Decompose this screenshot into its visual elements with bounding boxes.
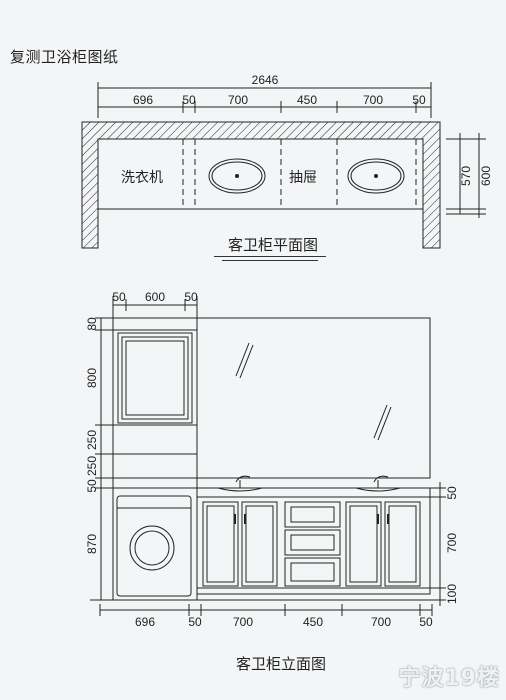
elev-washer-bay <box>112 487 198 601</box>
elev-bottom-dim-5: 700 <box>371 615 391 629</box>
elev-bottom-dim-3: 700 <box>233 615 253 629</box>
elev-left-dim-80: 80 <box>85 317 99 331</box>
plan-basin-right <box>347 158 405 194</box>
elev-top-dim-3: 50 <box>184 290 198 304</box>
elev-left-dim-250b: 250 <box>85 456 99 476</box>
elev-basin-right <box>355 487 401 492</box>
elev-top-dim-1: 50 <box>112 290 126 304</box>
elev-door-3 <box>345 501 382 587</box>
plan-depth-600: 600 <box>479 166 493 186</box>
elev-door-4 <box>384 501 421 587</box>
elev-base-cabinet <box>196 496 431 595</box>
plan-dim-4: 450 <box>297 93 317 107</box>
elev-top-dim-2: 600 <box>145 290 165 304</box>
plan-dim-5: 700 <box>363 93 383 107</box>
watermark-logo: 宁波19楼 <box>398 666 500 691</box>
elev-left-dim-250a: 250 <box>85 430 99 450</box>
plan-dim-6: 50 <box>412 93 426 107</box>
elev-left-dim-50: 50 <box>85 479 99 493</box>
plan-basin-left <box>208 158 266 194</box>
elevation-view <box>90 296 446 616</box>
plan-view <box>81 82 486 249</box>
elev-left-dim-800: 800 <box>85 368 99 388</box>
document-title: 复测卫浴柜图纸 <box>10 48 119 66</box>
elev-drawer-3 <box>284 557 341 587</box>
elev-drawer-2 <box>284 529 341 556</box>
elev-washer-door <box>129 525 175 571</box>
elev-door-2 <box>241 501 278 587</box>
plan-overall-dim: 2646 <box>252 73 279 87</box>
elev-right-dim-100: 100 <box>445 584 459 604</box>
elev-washing-machine <box>116 495 192 597</box>
elevation-caption: 客卫柜立面图 <box>236 655 327 673</box>
plan-caption: 客卫柜平面图 <box>228 236 319 254</box>
elev-bottom-dim-2: 50 <box>188 615 202 629</box>
elev-bottom-dim-6: 50 <box>419 615 433 629</box>
elev-bottom-dim-4: 450 <box>303 615 323 629</box>
elev-right-dim-700: 700 <box>445 533 459 553</box>
elev-right-dim-50: 50 <box>445 486 459 500</box>
elev-mirror <box>196 317 431 479</box>
plan-depth-570: 570 <box>459 166 473 186</box>
plan-label-drawer: 抽屉 <box>289 170 317 186</box>
plan-dim-3: 700 <box>228 93 248 107</box>
elev-basin-left <box>217 487 263 492</box>
plan-label-washer: 洗衣机 <box>121 170 163 186</box>
elev-door-1 <box>202 501 239 587</box>
elev-bottom-dim-1: 696 <box>135 615 155 629</box>
elev-drawer-1 <box>284 501 341 528</box>
plan-dim-2: 50 <box>182 93 196 107</box>
plan-caption-underline <box>214 256 326 257</box>
plan-dim-1: 696 <box>133 93 153 107</box>
elev-upper-door <box>117 332 193 424</box>
elev-left-dim-870: 870 <box>85 534 99 554</box>
plan-caption-underline-2 <box>222 260 318 261</box>
